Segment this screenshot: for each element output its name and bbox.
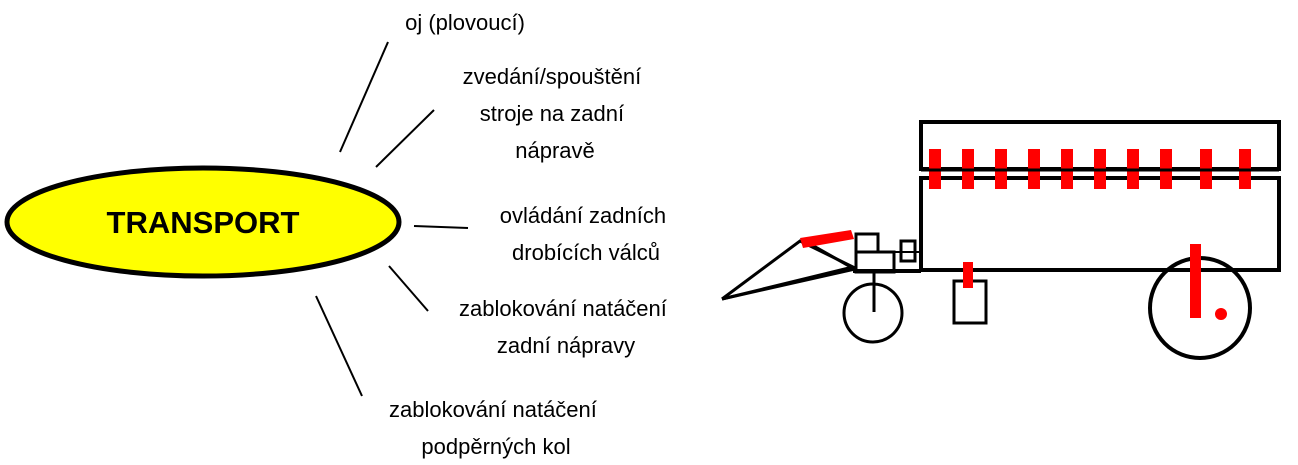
- function-label-4: zablokování natáčení zadní nápravy: [459, 296, 673, 358]
- hub-label: TRANSPORT: [107, 205, 300, 240]
- drawbar-lower: [721, 267, 856, 301]
- function-label-3: ovládání zadních drobících válců: [500, 203, 672, 265]
- function-label-1: oj (plovoucí): [405, 10, 525, 35]
- function-labels: oj (plovoucí) zvedání/spouštění stroje n…: [389, 10, 673, 459]
- connector-line-3: [413, 225, 469, 229]
- machine-illustration: [721, 120, 1281, 360]
- hub: TRANSPORT: [4, 165, 402, 279]
- drawbar: [721, 239, 858, 301]
- machine-body: [919, 176, 1281, 272]
- drawbar-red-bar: [800, 230, 854, 248]
- connector-line-5: [315, 295, 363, 397]
- hub-ellipse: [4, 165, 402, 279]
- hydraulic-box-upper: [854, 232, 880, 254]
- rear-wheel-red-bar: [1190, 244, 1201, 318]
- connector-line-1: [339, 41, 389, 153]
- connector-lines: [315, 41, 469, 397]
- connector-line-4: [388, 265, 429, 312]
- front-support-wheel: [842, 282, 904, 344]
- function-label-5: zablokování natáčení podpěrných kol: [389, 397, 603, 459]
- connector-line-2: [375, 109, 435, 168]
- function-label-2: zvedání/spouštění stroje na zadní náprav…: [463, 64, 648, 163]
- rear-wheel-red-dot: [1215, 308, 1227, 320]
- middle-leg-red: [963, 262, 973, 288]
- drawbar-brace: [811, 243, 857, 272]
